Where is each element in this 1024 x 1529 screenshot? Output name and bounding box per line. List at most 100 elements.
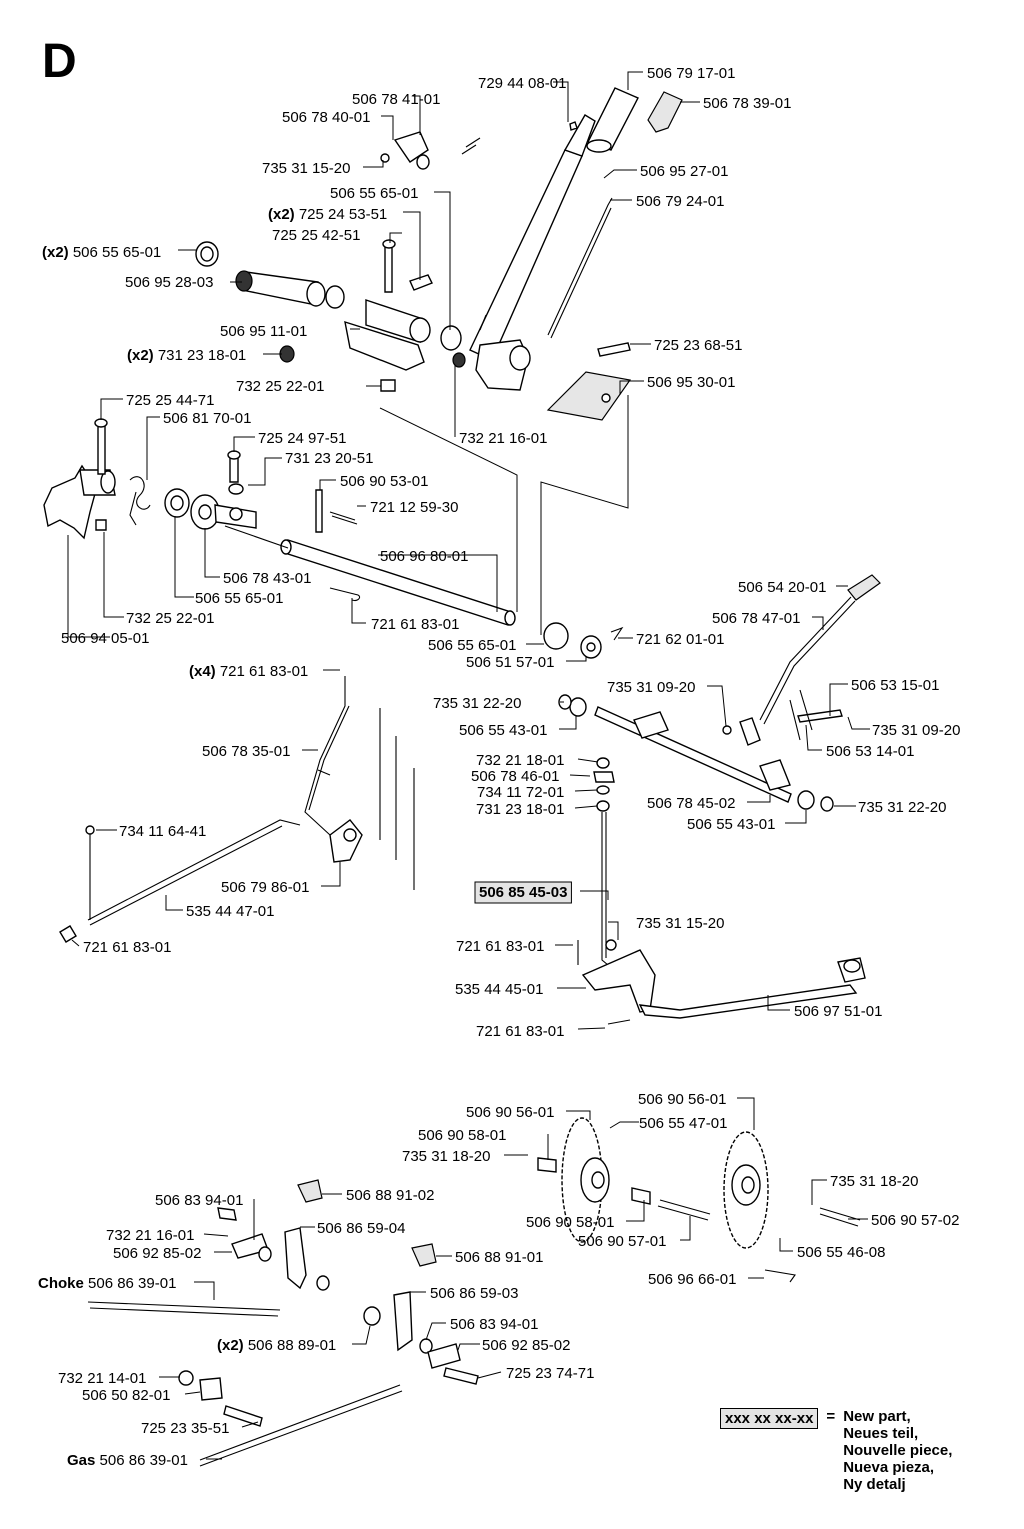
legend-equals: = bbox=[826, 1408, 836, 1425]
part-label: 506 78 39-01 bbox=[703, 95, 791, 112]
part-label: 506 55 46-08 bbox=[797, 1244, 885, 1261]
part-label: 721 62 01-01 bbox=[636, 631, 724, 648]
part-number: 506 85 45-03 bbox=[479, 884, 567, 901]
lift-shaft-assembly bbox=[543, 574, 881, 1025]
part-label: 506 78 40-01 bbox=[282, 109, 370, 126]
part-label-prefix: Gas bbox=[67, 1452, 100, 1469]
part-number: 721 12 59-30 bbox=[370, 499, 458, 516]
part-number: 506 78 39-01 bbox=[703, 95, 791, 112]
part-label: 506 79 86-01 bbox=[221, 879, 309, 896]
part-label: (x4) 721 61 83-01 bbox=[189, 663, 308, 680]
part-label: 735 31 09-20 bbox=[607, 679, 695, 696]
part-number: 506 88 91-01 bbox=[455, 1249, 543, 1266]
part-number: 506 90 58-01 bbox=[418, 1127, 506, 1144]
part-number: 506 90 58-01 bbox=[526, 1214, 614, 1231]
part-label: 506 53 14-01 bbox=[826, 743, 914, 760]
part-number: 735 31 09-20 bbox=[872, 722, 960, 739]
part-number: 506 55 46-08 bbox=[797, 1244, 885, 1261]
part-number: 731 23 18-01 bbox=[158, 347, 246, 364]
part-number: 506 55 43-01 bbox=[459, 722, 547, 739]
part-number: 506 92 85-02 bbox=[113, 1245, 201, 1262]
part-number: 535 44 47-01 bbox=[186, 903, 274, 920]
part-number: 506 90 57-01 bbox=[578, 1233, 666, 1250]
part-label: 725 25 42-51 bbox=[272, 227, 360, 244]
part-label: 506 86 59-03 bbox=[430, 1285, 518, 1302]
part-label: 735 31 15-20 bbox=[262, 160, 350, 177]
shift-lever-assembly bbox=[195, 87, 683, 421]
part-label: 506 78 35-01 bbox=[202, 743, 290, 760]
part-label: 506 78 47-01 bbox=[712, 610, 800, 627]
part-label: 506 51 57-01 bbox=[466, 654, 554, 671]
part-label: 506 81 70-01 bbox=[163, 410, 251, 427]
part-label: 506 90 57-01 bbox=[578, 1233, 666, 1250]
part-label-prefix: (x2) bbox=[268, 206, 299, 223]
part-label: 732 21 14-01 bbox=[58, 1370, 146, 1387]
part-label: 725 23 35-51 bbox=[141, 1420, 229, 1437]
part-label: 732 21 16-01 bbox=[459, 430, 547, 447]
part-label: 506 88 91-01 bbox=[455, 1249, 543, 1266]
part-number: 721 62 01-01 bbox=[636, 631, 724, 648]
part-label: 506 90 53-01 bbox=[340, 473, 428, 490]
part-label: 506 95 11-01 bbox=[220, 323, 307, 340]
part-label: 732 25 22-01 bbox=[126, 610, 214, 627]
part-label: 506 90 58-01 bbox=[418, 1127, 506, 1144]
leader-lines bbox=[67, 71, 870, 1460]
part-label: 506 78 41-01 bbox=[352, 91, 440, 108]
part-label: 506 79 24-01 bbox=[636, 193, 724, 210]
part-label: 506 55 65-01 bbox=[195, 590, 283, 607]
part-label: 725 23 68-51 bbox=[654, 337, 742, 354]
part-label: 735 31 22-20 bbox=[858, 799, 946, 816]
part-number: 734 11 64-41 bbox=[119, 823, 206, 840]
part-label: 731 23 18-01 bbox=[476, 801, 564, 818]
part-number: 506 78 40-01 bbox=[282, 109, 370, 126]
legend-line: Nouvelle piece, bbox=[843, 1442, 953, 1459]
part-label: 506 54 20-01 bbox=[738, 579, 826, 596]
part-number: 721 61 83-01 bbox=[371, 616, 459, 633]
part-label: 506 55 65-01 bbox=[428, 637, 516, 654]
part-number: 735 31 22-20 bbox=[858, 799, 946, 816]
part-label: 725 24 97-51 bbox=[258, 430, 346, 447]
part-number: 506 86 39-01 bbox=[88, 1275, 176, 1292]
part-number: 506 79 24-01 bbox=[636, 193, 724, 210]
part-number: 506 95 30-01 bbox=[647, 374, 735, 391]
part-number: 732 21 16-01 bbox=[106, 1227, 194, 1244]
part-number: 729 44 08-01 bbox=[478, 75, 566, 92]
part-number: 506 55 47-01 bbox=[639, 1115, 727, 1132]
legend-line: Nueva pieza, bbox=[843, 1459, 935, 1476]
part-label: 506 90 57-02 bbox=[871, 1212, 959, 1229]
part-label: 506 83 94-01 bbox=[155, 1192, 243, 1209]
part-number: 731 23 20-51 bbox=[285, 450, 373, 467]
part-number: 732 25 22-01 bbox=[126, 610, 214, 627]
part-label: 506 90 56-01 bbox=[638, 1091, 726, 1108]
part-label: 725 25 44-71 bbox=[126, 392, 214, 409]
part-label: Choke 506 86 39-01 bbox=[38, 1275, 176, 1292]
legend-line: Neues teil, bbox=[843, 1425, 919, 1442]
part-number: 731 23 18-01 bbox=[476, 801, 564, 818]
part-number: 506 95 28-03 bbox=[125, 274, 213, 291]
throttle-choke-assembly bbox=[87, 1179, 479, 1467]
part-number: 506 55 65-01 bbox=[330, 185, 418, 202]
part-number: 506 50 82-01 bbox=[82, 1387, 170, 1404]
part-number: 735 31 09-20 bbox=[607, 679, 695, 696]
part-number: 506 78 41-01 bbox=[352, 91, 440, 108]
part-number: 506 86 59-03 bbox=[430, 1285, 518, 1302]
part-label-prefix: (x2) bbox=[217, 1337, 248, 1354]
part-number: 725 23 68-51 bbox=[654, 337, 742, 354]
part-number: 725 25 44-71 bbox=[126, 392, 214, 409]
part-number: 725 23 74-71 bbox=[506, 1365, 594, 1382]
part-label: 732 25 22-01 bbox=[236, 378, 324, 395]
part-number: 506 86 59-04 bbox=[317, 1220, 405, 1237]
part-number: 506 78 45-02 bbox=[647, 795, 735, 812]
part-label: 731 23 20-51 bbox=[285, 450, 373, 467]
part-number: 506 88 89-01 bbox=[248, 1337, 336, 1354]
part-number: 732 21 18-01 bbox=[476, 752, 564, 769]
part-label: (x2) 725 24 53-51 bbox=[268, 206, 387, 223]
part-label: 506 55 43-01 bbox=[687, 816, 775, 833]
part-number: 721 61 83-01 bbox=[83, 939, 171, 956]
part-number: 506 78 43-01 bbox=[223, 570, 311, 587]
part-number: 735 31 15-20 bbox=[636, 915, 724, 932]
part-number: 506 94 05-01 bbox=[61, 630, 149, 647]
